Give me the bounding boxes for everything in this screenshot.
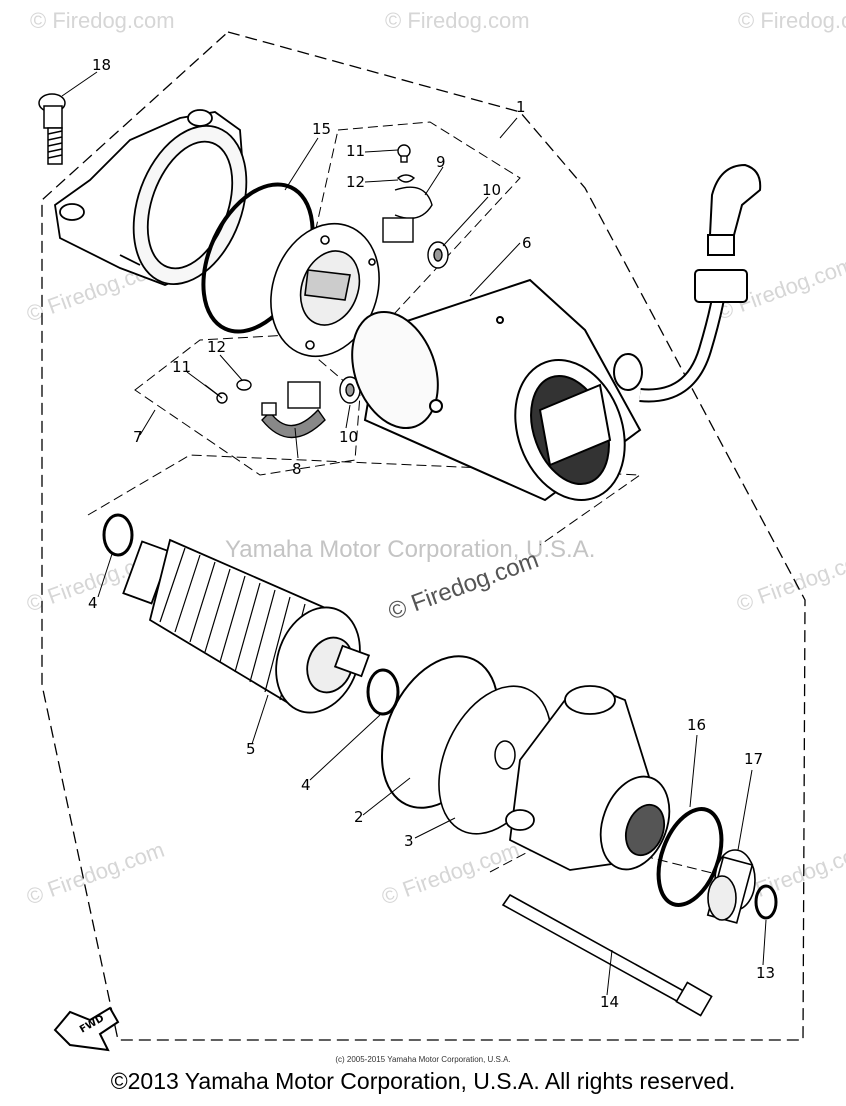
callouts: 18 1 15 11 12 9 10 6 12 11 7 8 10 4 5 4 … [88, 56, 775, 1011]
front-end-cover [505, 685, 671, 871]
callout-11-lower: 11 [172, 358, 191, 376]
leader-lines [61, 71, 767, 996]
washer-4-lower [366, 668, 400, 716]
callout-4-upper: 4 [88, 594, 98, 612]
watermark: © Firedog.com [30, 8, 175, 33]
watermark: © Firedog.com [385, 8, 530, 33]
callout-6: 6 [522, 234, 532, 252]
copyright-notice: ©2013 Yamaha Motor Corporation, U.S.A. A… [110, 1068, 736, 1094]
plate-3-hole [494, 740, 516, 770]
armature-5 [122, 538, 371, 714]
fineprint: (c) 2005-2015 Yamaha Motor Corporation, … [335, 1055, 511, 1064]
brush-plate [270, 222, 380, 358]
fwd-arrow: FWD [53, 1006, 120, 1052]
callout-12-lower: 12 [207, 338, 226, 356]
watermark: © Firedog.com [733, 544, 846, 617]
callout-11-upper: 11 [346, 142, 365, 160]
rear-end-cover [54, 109, 248, 286]
callout-10-upper: 10 [482, 181, 501, 199]
callout-4-lower: 4 [301, 776, 311, 794]
callout-15: 16 [687, 716, 706, 734]
through-bolt-14 [501, 893, 713, 1017]
callout-5: 5 [246, 740, 256, 758]
callout-12-upper: 12 [346, 173, 365, 191]
brush-parts-upper [382, 144, 449, 269]
callout-1: 1 [516, 98, 526, 116]
watermark-brand: Yamaha Motor Corporation, U.S.A. [225, 536, 595, 563]
callout-7: 7 [133, 428, 143, 446]
callout-16: 17 [744, 750, 763, 768]
callout-2: 2 [354, 808, 364, 826]
washer-4-upper [102, 513, 134, 557]
brush-parts-lower [204, 376, 361, 439]
callout-18: 18 [92, 56, 111, 74]
callout-9: 9 [436, 153, 446, 171]
motor-yoke-6 [351, 278, 643, 502]
callout-14: 14 [600, 993, 619, 1011]
callout-10-lower: 10 [339, 428, 358, 446]
watermark: © Firedog.com [378, 837, 522, 910]
brush-holder-box-lower [134, 334, 361, 476]
circlip-17 [754, 884, 778, 920]
callout-13: 15 [312, 120, 331, 138]
watermark: © Firedog.com [23, 837, 167, 910]
lead-wire [639, 163, 762, 403]
callout-8: 8 [292, 460, 302, 478]
watermark: © Firedog.com [738, 8, 846, 33]
bolt-18 [38, 93, 66, 165]
pinion-gear-16 [706, 849, 756, 924]
callout-3: 3 [404, 832, 414, 850]
callout-17: 13 [756, 964, 775, 982]
